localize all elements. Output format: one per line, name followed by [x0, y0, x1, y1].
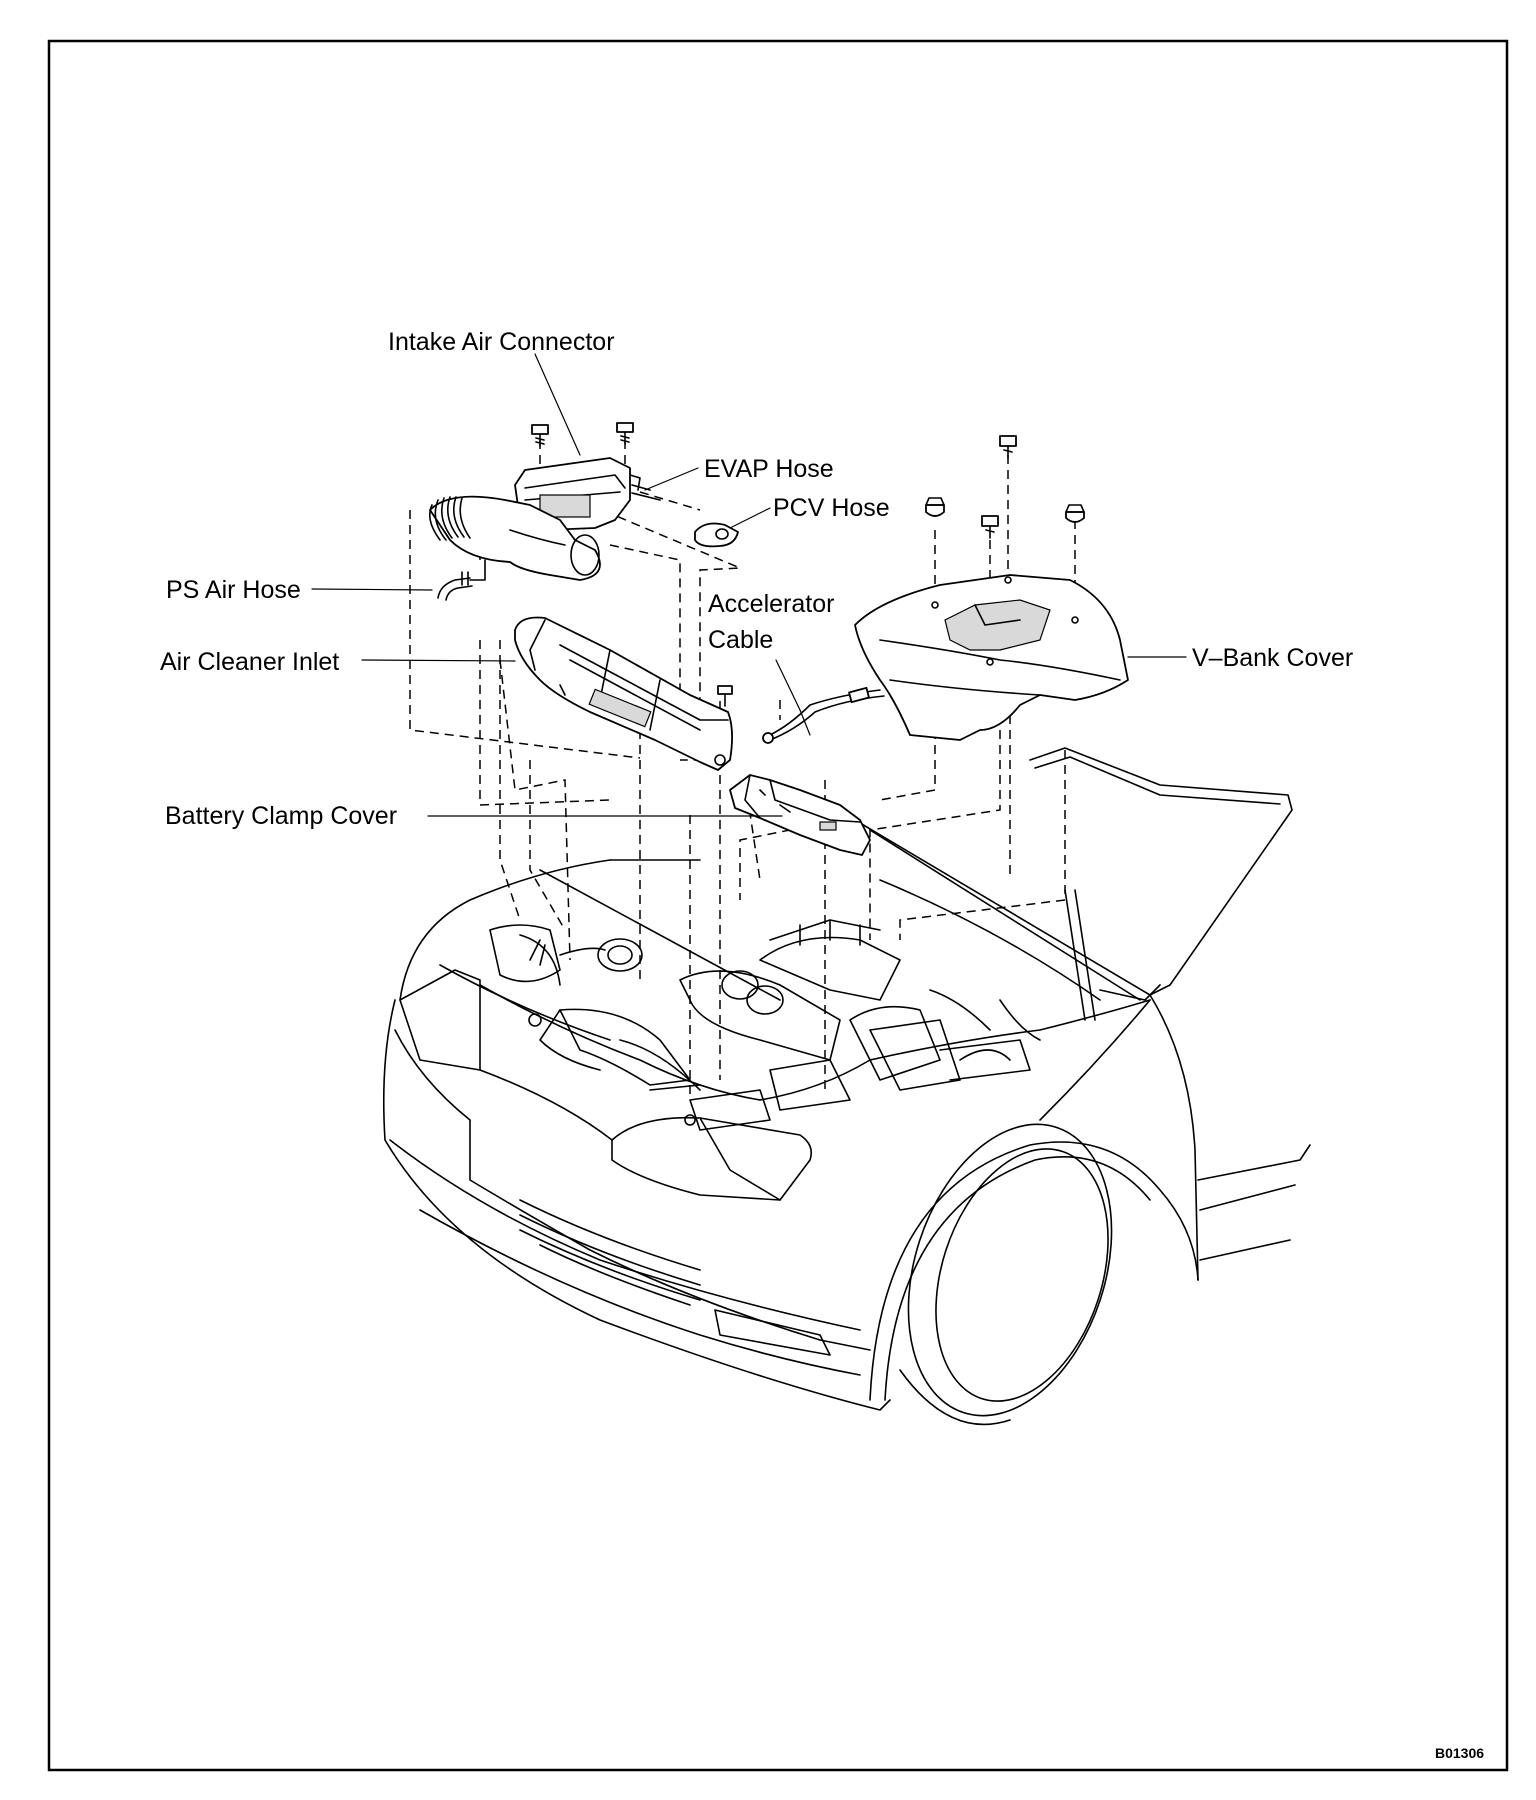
- bolt-icon: [981, 515, 999, 539]
- vehicle-front-illustration: [382, 747, 1311, 1426]
- label-pcv-hose: PCV Hose: [773, 494, 890, 522]
- leader-lines: [311, 353, 1187, 817]
- label-accelerator-cable-line2: Cable: [708, 626, 773, 654]
- label-intake-air-connector: Intake Air Connector: [388, 328, 615, 356]
- pcv-hose-part: [694, 522, 739, 548]
- label-air-cleaner-inlet: Air Cleaner Inlet: [160, 648, 339, 676]
- air-cleaner-inlet-part: [514, 616, 733, 771]
- bolt-icon: [531, 424, 549, 447]
- figure-frame: [47, 39, 1509, 1772]
- nut-icon: [1065, 504, 1085, 523]
- bolt-icon: [616, 422, 634, 445]
- bolt-icon: [999, 435, 1017, 459]
- label-accelerator-cable-line1: Accelerator: [708, 590, 834, 618]
- label-ps-air-hose: PS Air Hose: [166, 576, 301, 604]
- label-battery-clamp-cover: Battery Clamp Cover: [165, 802, 397, 830]
- ps-air-hose-part: [437, 559, 486, 601]
- intake-air-connector: [429, 457, 631, 581]
- label-v-bank-cover: V–Bank Cover: [1192, 644, 1353, 672]
- figure-code: B01306: [1435, 1745, 1484, 1761]
- v-bank-cover-part: [854, 574, 1129, 741]
- engine-bay: [489, 919, 1041, 1131]
- callout-labels: Intake Air Connector EVAP Hose PCV Hose …: [160, 328, 1484, 1761]
- nut-icon: [925, 497, 945, 517]
- label-evap-hose: EVAP Hose: [704, 455, 834, 483]
- bolt-icon: [717, 685, 733, 707]
- battery-clamp-cover-part: [729, 774, 871, 856]
- accelerator-cable-part: [762, 686, 885, 744]
